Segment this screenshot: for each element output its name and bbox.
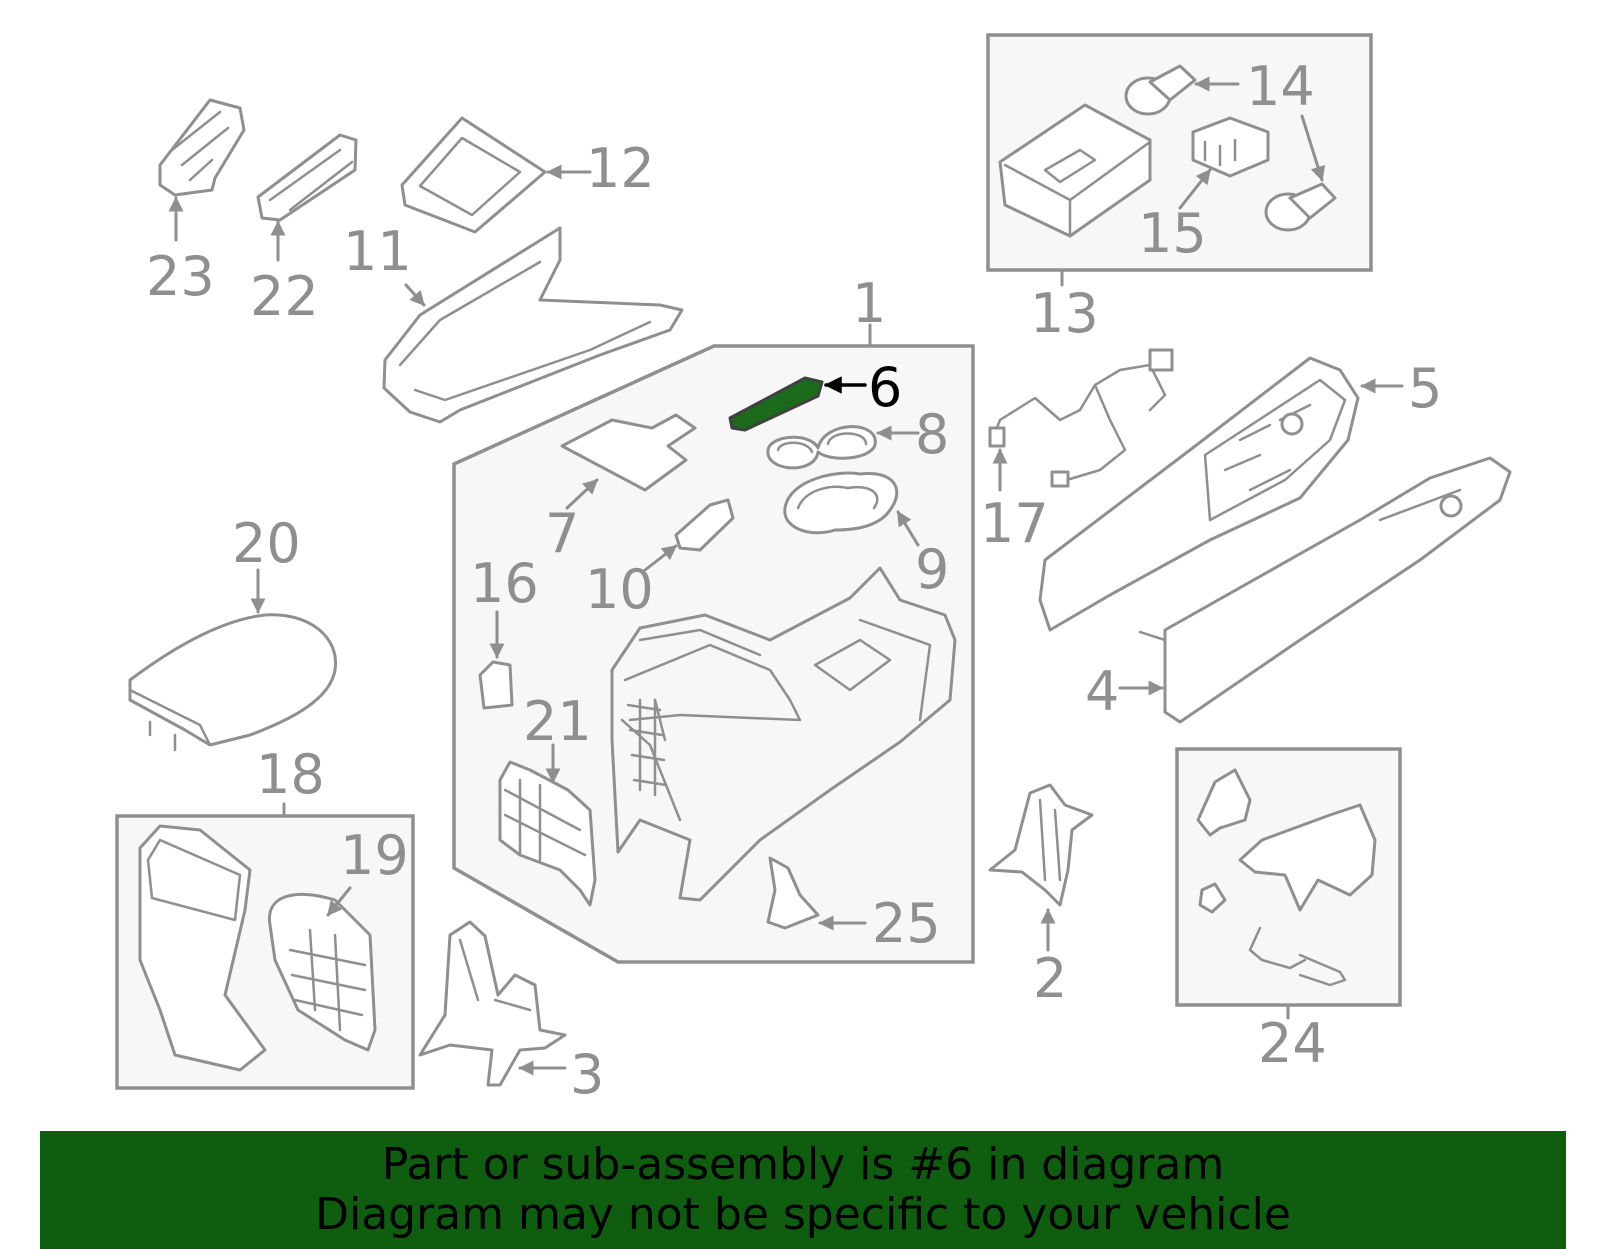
part-11-console-trim[interactable] <box>382 226 684 424</box>
callout-16: 16 <box>470 552 539 615</box>
part-8-cup-ring[interactable] <box>766 425 877 470</box>
part-2-bracket[interactable] <box>988 783 1094 907</box>
part-7-mat[interactable] <box>560 413 697 492</box>
part-1-console-body[interactable] <box>610 566 957 902</box>
part-24-shifter[interactable] <box>1196 768 1377 987</box>
callout-7: 7 <box>545 502 579 565</box>
callout-22: 22 <box>250 265 319 328</box>
part-10-clip[interactable] <box>674 498 735 552</box>
callout-24: 24 <box>1258 1012 1327 1075</box>
callout-15: 15 <box>1138 202 1207 265</box>
part-18-rear-panel[interactable] <box>138 824 267 1072</box>
callout-20: 20 <box>232 512 301 575</box>
callout-2: 2 <box>1033 947 1067 1010</box>
part-12-bezel[interactable] <box>400 116 547 234</box>
part-17-wire-harness[interactable] <box>988 348 1174 488</box>
part-20-armrest-lid[interactable] <box>128 613 338 752</box>
callout-4: 4 <box>1085 660 1119 723</box>
callout-5: 5 <box>1408 357 1442 420</box>
part-16-switch[interactable] <box>478 660 514 710</box>
callout-17: 17 <box>980 492 1049 555</box>
part-9-cup-insert[interactable] <box>783 471 899 535</box>
part-5-side-panel[interactable] <box>1038 356 1360 632</box>
part-21-bracket[interactable] <box>498 760 597 907</box>
part-19-vent[interactable] <box>267 893 377 1052</box>
part-6-tray[interactable] <box>728 376 824 432</box>
callout-19: 19 <box>340 824 409 887</box>
callout-10: 10 <box>585 558 654 621</box>
banner-line-1: Part or sub-assembly is #6 in diagram <box>381 1139 1225 1190</box>
part-22-switch[interactable] <box>256 133 358 222</box>
part-3-bracket[interactable] <box>418 920 567 1087</box>
callout-8: 8 <box>915 403 949 466</box>
callout-23: 23 <box>146 245 215 308</box>
callout-11: 11 <box>343 220 412 283</box>
part-15-usb-port[interactable] <box>1191 116 1270 178</box>
part-14-power-socket[interactable] <box>1124 64 1337 232</box>
banner-line-2: Diagram may not be specific to your vehi… <box>315 1189 1291 1240</box>
callout-1: 1 <box>852 272 886 335</box>
part-13-usb-hub[interactable] <box>998 103 1152 238</box>
part-4-side-panel[interactable] <box>1138 456 1512 724</box>
callout-25: 25 <box>872 892 941 955</box>
callout-13: 13 <box>1030 282 1099 345</box>
callout-21: 21 <box>523 690 592 753</box>
part-25-bracket[interactable] <box>766 856 820 930</box>
callout-18: 18 <box>256 743 325 806</box>
callout-6: 6 <box>868 356 902 419</box>
callout-14: 14 <box>1246 55 1315 118</box>
callout-12: 12 <box>586 137 655 200</box>
callout-3: 3 <box>570 1043 604 1106</box>
callout-9: 9 <box>915 538 949 601</box>
part-23-switch[interactable] <box>158 98 246 197</box>
info-banner: Part or sub-assembly is #6 in diagram Di… <box>40 1131 1566 1249</box>
